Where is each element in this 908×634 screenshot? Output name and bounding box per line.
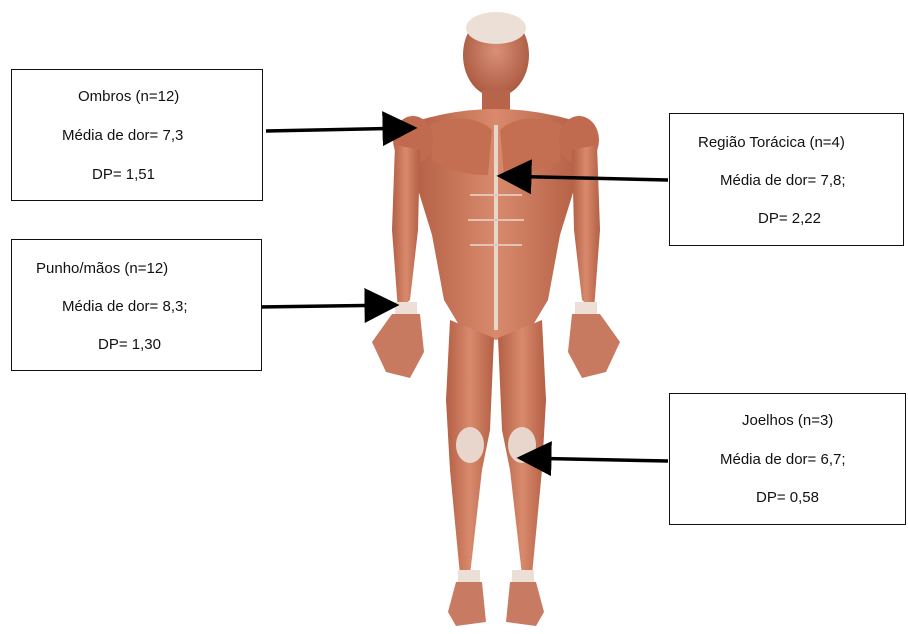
callout-sd: DP= 1,51 bbox=[92, 166, 155, 183]
legs bbox=[446, 320, 546, 626]
callout-title: Punho/mãos (n=12) bbox=[36, 260, 168, 277]
callout-joelhos: Joelhos (n=3) Média de dor= 6,7; DP= 0,5… bbox=[669, 393, 906, 525]
torso bbox=[393, 109, 599, 340]
callout-sd: DP= 2,22 bbox=[758, 210, 821, 227]
callout-punho: Punho/mãos (n=12) Média de dor= 8,3; DP=… bbox=[11, 239, 262, 371]
callout-sd: DP= 0,58 bbox=[756, 489, 819, 506]
head bbox=[463, 12, 529, 112]
callout-mean: Média de dor= 7,8; bbox=[720, 172, 846, 189]
callout-title: Ombros (n=12) bbox=[78, 88, 179, 105]
arrow-ombros bbox=[266, 128, 414, 131]
callout-mean: Média de dor= 8,3; bbox=[62, 298, 188, 315]
callout-toracica: Região Torácica (n=4) Média de dor= 7,8;… bbox=[669, 113, 904, 246]
callout-mean: Média de dor= 6,7; bbox=[720, 451, 846, 468]
callout-title: Joelhos (n=3) bbox=[742, 412, 833, 429]
arrow-punho bbox=[258, 305, 396, 307]
callout-ombros: Ombros (n=12) Média de dor= 7,3 DP= 1,51 bbox=[11, 69, 263, 201]
callout-mean: Média de dor= 7,3 bbox=[62, 127, 183, 144]
callout-title: Região Torácica (n=4) bbox=[698, 134, 845, 151]
callout-sd: DP= 1,30 bbox=[98, 336, 161, 353]
